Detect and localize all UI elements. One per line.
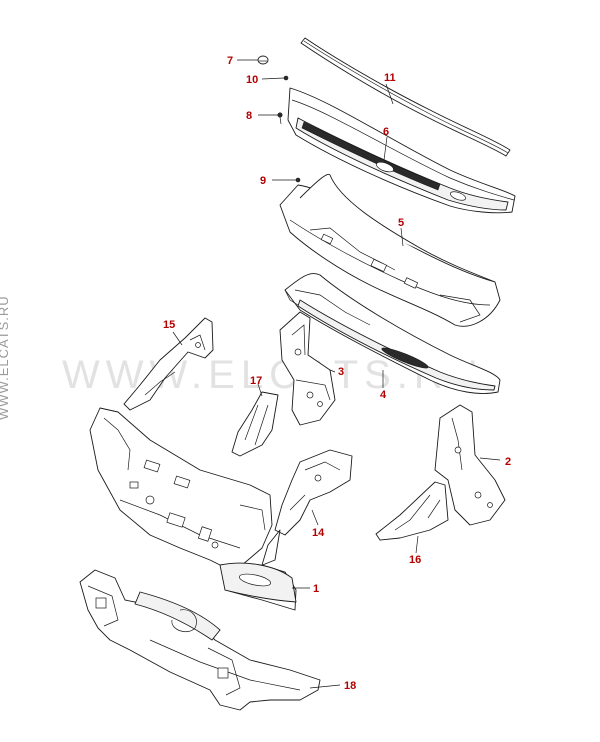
callout-9[interactable]: 9 bbox=[260, 175, 266, 187]
part-6-cowl-top-panel[interactable] bbox=[287, 87, 516, 214]
part-11-seal-strip[interactable] bbox=[300, 37, 511, 157]
callout-5[interactable]: 5 bbox=[398, 217, 404, 229]
callout-10[interactable]: 10 bbox=[246, 74, 258, 86]
callout-3[interactable]: 3 bbox=[338, 366, 344, 378]
callout-4[interactable]: 4 bbox=[380, 389, 387, 401]
callout-1[interactable]: 1 bbox=[313, 583, 319, 595]
callout-11[interactable]: 11 bbox=[384, 72, 396, 84]
part-9-screw[interactable] bbox=[295, 177, 301, 183]
callout-8[interactable]: 8 bbox=[246, 110, 252, 122]
callout-18[interactable]: 18 bbox=[344, 680, 356, 692]
callout-15[interactable]: 15 bbox=[163, 319, 175, 331]
part-10-screw[interactable] bbox=[283, 75, 289, 81]
part-14-center-bracket[interactable] bbox=[274, 449, 353, 536]
part-17-left-gusset[interactable] bbox=[231, 391, 279, 457]
callout-2[interactable]: 2 bbox=[505, 456, 511, 468]
part-8-screw[interactable] bbox=[277, 112, 283, 125]
part-2-right-pillar-bracket[interactable] bbox=[434, 404, 506, 526]
part-3-center-bracket[interactable] bbox=[279, 311, 336, 426]
callout-14[interactable]: 14 bbox=[312, 527, 325, 539]
callout-16[interactable]: 16 bbox=[409, 554, 421, 566]
leader-lines bbox=[172, 59, 501, 689]
part-7-clip[interactable] bbox=[257, 55, 269, 65]
callout-6[interactable]: 6 bbox=[383, 126, 389, 138]
callout-17[interactable]: 17 bbox=[250, 375, 262, 387]
part-15-left-bracket[interactable] bbox=[123, 317, 214, 411]
part-16-right-gusset[interactable] bbox=[375, 481, 449, 541]
part-5-cowl-panel-upper[interactable] bbox=[279, 173, 501, 327]
part-18-front-floor[interactable] bbox=[79, 569, 321, 711]
part-4-cowl-panel-lower[interactable] bbox=[284, 273, 501, 394]
part-1-dash-panel[interactable] bbox=[89, 407, 297, 611]
callout-7[interactable]: 7 bbox=[227, 55, 233, 67]
